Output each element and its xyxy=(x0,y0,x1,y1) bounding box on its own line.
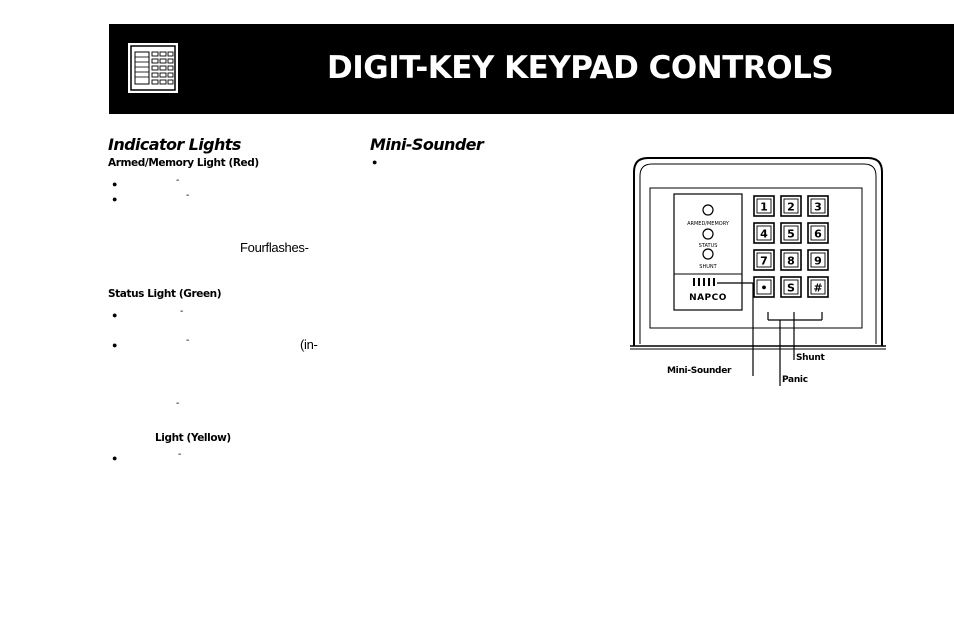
keypad-illustration: ARMED/MEMORY STATUS SHUNT NAPCO 1 2 3 4 5 6 7 8… xyxy=(630,157,886,386)
key-label: 5 xyxy=(787,228,795,241)
key-7[interactable]: 7 xyxy=(753,249,775,271)
key-label: 1 xyxy=(760,201,768,214)
shunt-led-label: SHUNT xyxy=(699,264,717,270)
key-star[interactable]: • xyxy=(753,276,775,298)
in-fragment-text: (in- xyxy=(300,337,318,352)
key-label: # xyxy=(813,282,822,295)
key-grid: 1 2 3 4 5 6 7 8 9 • S # xyxy=(753,195,829,298)
bullet-dot: ● xyxy=(112,194,118,204)
napco-brand: NAPCO xyxy=(689,293,727,303)
key-pound[interactable]: # xyxy=(807,276,829,298)
mini-sounder-callout: Mini-Sounder xyxy=(667,366,732,376)
status-led xyxy=(702,228,714,240)
key-1[interactable]: 1 xyxy=(753,195,775,217)
dash-mark: - xyxy=(186,190,190,201)
bullet-dot: ● xyxy=(112,179,118,189)
keypad-icon xyxy=(128,43,178,93)
status-led-label: STATUS xyxy=(699,243,718,249)
key-4[interactable]: 4 xyxy=(753,222,775,244)
dash-mark: - xyxy=(178,449,182,460)
key-label: 3 xyxy=(814,201,822,214)
panic-callout: Panic xyxy=(782,375,808,385)
key-label: 6 xyxy=(814,228,822,241)
dash-mark: - xyxy=(186,335,190,346)
key-label: 9 xyxy=(814,255,822,268)
key-label: 7 xyxy=(760,255,768,268)
dash-mark: - xyxy=(180,306,184,317)
key-s[interactable]: S xyxy=(780,276,802,298)
shunt-light-subheading: Light (Yellow) xyxy=(155,432,231,444)
key-2[interactable]: 2 xyxy=(780,195,802,217)
four-flashes-text: Fourflashes- xyxy=(240,240,309,255)
bullet-dot: ● xyxy=(372,157,378,167)
key-9[interactable]: 9 xyxy=(807,249,829,271)
key-8[interactable]: 8 xyxy=(780,249,802,271)
mini-sounder-heading: Mini-Sounder xyxy=(370,135,484,154)
key-3[interactable]: 3 xyxy=(807,195,829,217)
dash-mark: - xyxy=(176,175,180,186)
status-light-subheading: Status Light (Green) xyxy=(108,288,222,300)
shunt-callout: Shunt xyxy=(796,353,825,363)
key-label: • xyxy=(760,282,767,295)
key-label: 4 xyxy=(760,228,768,241)
header-bar: DIGIT-KEY KEYPAD CONTROLS xyxy=(109,24,954,114)
key-6[interactable]: 6 xyxy=(807,222,829,244)
armed-memory-subheading: Armed/Memory Light (Red) xyxy=(108,157,259,169)
shunt-led xyxy=(702,248,714,260)
page-title: DIGIT-KEY KEYPAD CONTROLS xyxy=(327,50,834,86)
bullet-dot: ● xyxy=(112,310,118,320)
bullet-dot: ● xyxy=(112,453,118,463)
armed-memory-led-label: ARMED/MEMORY xyxy=(687,221,730,227)
armed-memory-led xyxy=(702,204,714,216)
mini-sounder-grille xyxy=(693,278,715,286)
bullet-dot: ● xyxy=(112,340,118,350)
key-label: S xyxy=(787,282,795,295)
key-label: 2 xyxy=(787,201,795,214)
key-label: 8 xyxy=(787,255,795,268)
indicator-lights-heading: Indicator Lights xyxy=(108,135,241,154)
dash-mark: - xyxy=(176,398,180,409)
key-5[interactable]: 5 xyxy=(780,222,802,244)
